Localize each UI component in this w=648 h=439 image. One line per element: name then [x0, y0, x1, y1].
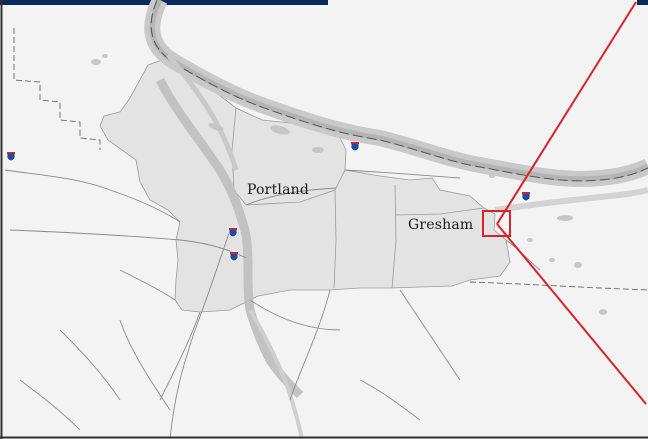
callout-line-lower	[496, 223, 647, 405]
header-bar-right	[637, 0, 648, 5]
city-limits-area	[99, 57, 511, 313]
water-bodies	[91, 54, 607, 315]
road-network	[4, 169, 541, 439]
place-label-portland: Portland	[247, 182, 310, 198]
callout-line-upper	[496, 1, 637, 225]
east-river-band	[494, 187, 648, 213]
multnomah-channel	[166, 53, 239, 171]
place-label-gresham: Gresham	[408, 217, 474, 233]
willamette-river	[155, 77, 304, 399]
interstate-shield-east	[521, 191, 531, 202]
county-boundary-dashed	[13, 28, 648, 291]
highlight-callout	[482, 1, 647, 405]
interstate-shield-north	[350, 141, 360, 152]
city-division-line	[231, 107, 485, 289]
interstate-shield-central-north	[228, 227, 238, 238]
highlight-box	[482, 210, 511, 237]
willamette-river-tributary	[248, 308, 304, 439]
interstate-shield-central-south	[229, 251, 239, 262]
interstate-shield-west	[6, 151, 16, 162]
